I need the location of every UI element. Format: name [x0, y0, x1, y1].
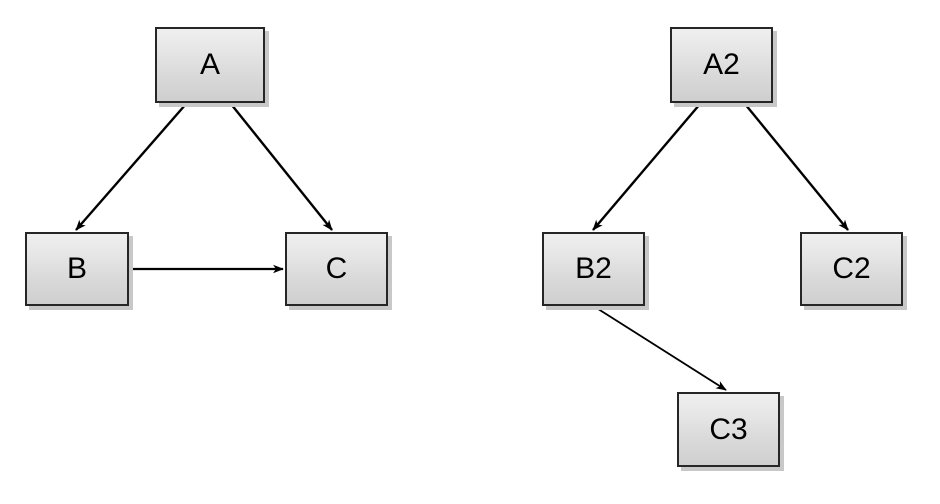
node-c2[interactable]: C2 — [800, 232, 903, 306]
node-c[interactable]: C — [285, 232, 388, 306]
edge-a2-to-b2 — [592, 103, 701, 231]
node-label-a: A — [199, 48, 220, 81]
node-b[interactable]: B — [25, 232, 129, 306]
node-label-c: C — [325, 252, 348, 285]
node-label-b2: B2 — [575, 252, 612, 285]
node-label-b: B — [66, 252, 87, 285]
node-b2[interactable]: B2 — [542, 232, 645, 306]
edge-a-to-c — [230, 103, 333, 231]
node-label-c3: C3 — [709, 412, 748, 446]
node-a[interactable]: A — [155, 27, 265, 103]
edge-a-to-b — [75, 103, 187, 231]
node-label-c2: C2 — [832, 252, 871, 285]
node-label-a2: A2 — [703, 48, 740, 81]
node-a2[interactable]: A2 — [670, 27, 773, 103]
node-c3[interactable]: C3 — [677, 392, 780, 467]
edge-b2-to-c3 — [594, 306, 727, 391]
edge-a2-to-c2 — [744, 103, 849, 231]
